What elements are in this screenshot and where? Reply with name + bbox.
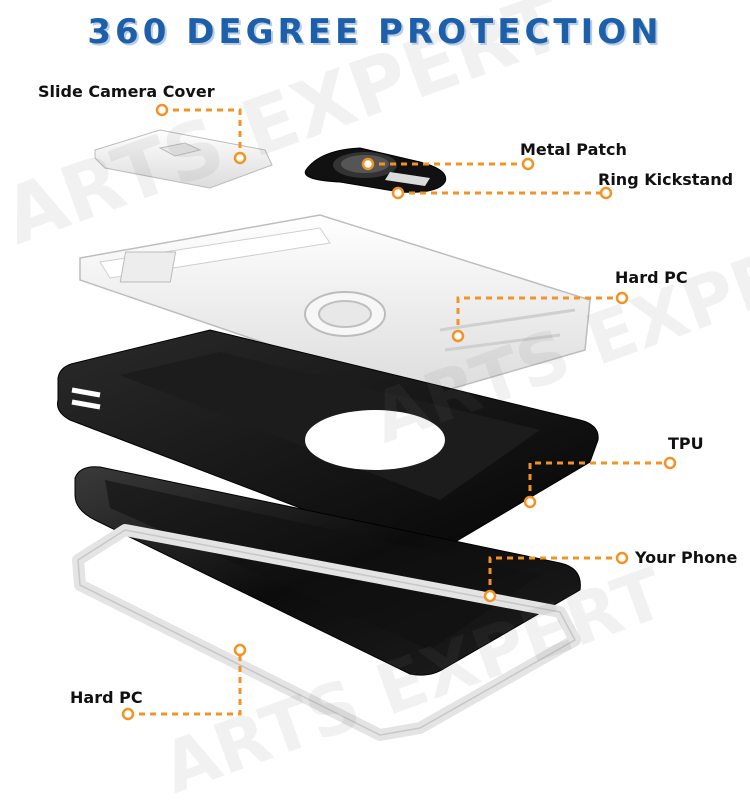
label-your-phone: Your Phone [635, 548, 738, 567]
leader-hard-pc-top [456, 296, 622, 336]
label-ring-kickstand: Ring Kickstand [598, 170, 734, 189]
label-hard-pc-top: Hard PC [615, 268, 688, 287]
label-hard-pc-bottom: Hard PC [70, 688, 143, 707]
leader-your-phone [488, 556, 622, 596]
hard-pc-front-frame-part [72, 524, 581, 741]
case-illustration [57, 103, 677, 741]
label-metal-patch: Metal Patch [520, 140, 627, 159]
ring-kickstand-part [304, 147, 447, 193]
leader-slide-camera-cover [162, 108, 242, 158]
leader-hard-pc-bottom [128, 650, 242, 716]
hard-pc-back-plate-part [79, 214, 591, 396]
leader-endpoints [121, 103, 677, 721]
page-title: 360 DEGREE PROTECTION [87, 12, 663, 52]
leader-tpu [528, 461, 670, 502]
label-slide-camera-cover: Slide Camera Cover [38, 82, 215, 101]
leader-lines [128, 108, 670, 716]
label-tpu: TPU [668, 434, 704, 453]
slide-camera-cover-part [94, 129, 273, 189]
